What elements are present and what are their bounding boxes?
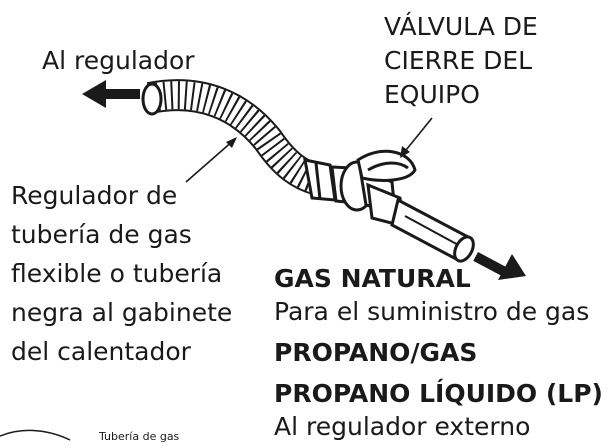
label-natural-gas: GAS NATURAL [274, 264, 471, 293]
label-shutoff-valve: VÁLVULA DE CIERRE DEL EQUIPO [384, 10, 538, 112]
valve-leader-line [401, 117, 433, 156]
label-lp-desc: Al regulador externo [274, 412, 531, 441]
flexible-gas-hose [141, 79, 323, 196]
label-natural-gas-desc: Para el suministro de gas [274, 297, 590, 326]
label-line: flexible o tubería [11, 259, 223, 288]
label-gas-types: GAS NATURAL Para el suministro de gas PR… [274, 262, 603, 443]
label-line: tubería de gas [11, 220, 192, 249]
small-caption: Tubería de gas [99, 430, 180, 443]
valve-leader-arrowhead [400, 146, 410, 158]
label-propane: PROPANO/GAS [274, 338, 478, 367]
inset-circle [0, 429, 71, 441]
left-arrow-icon [82, 80, 140, 108]
label-lp: PROPANO LÍQUIDO (LP) [274, 379, 603, 408]
valve-handle [356, 149, 417, 182]
outlet-pipe [390, 197, 475, 263]
hose-leader-line [185, 139, 235, 183]
label-line: CIERRE DEL [384, 46, 533, 75]
right-down-arrow-icon [473, 252, 526, 280]
label-flexible-line: Regulador de tubería de gas flexible o t… [11, 176, 232, 371]
label-line: del calentador [11, 337, 191, 366]
label-line: VÁLVULA DE [384, 12, 538, 41]
hose-leader-arrowhead [226, 137, 237, 148]
label-to-regulator: Al regulador [42, 46, 195, 75]
label-line: negra al gabinete [11, 298, 233, 327]
label-line: Regulador de [11, 181, 178, 210]
label-line: EQUIPO [384, 80, 480, 109]
